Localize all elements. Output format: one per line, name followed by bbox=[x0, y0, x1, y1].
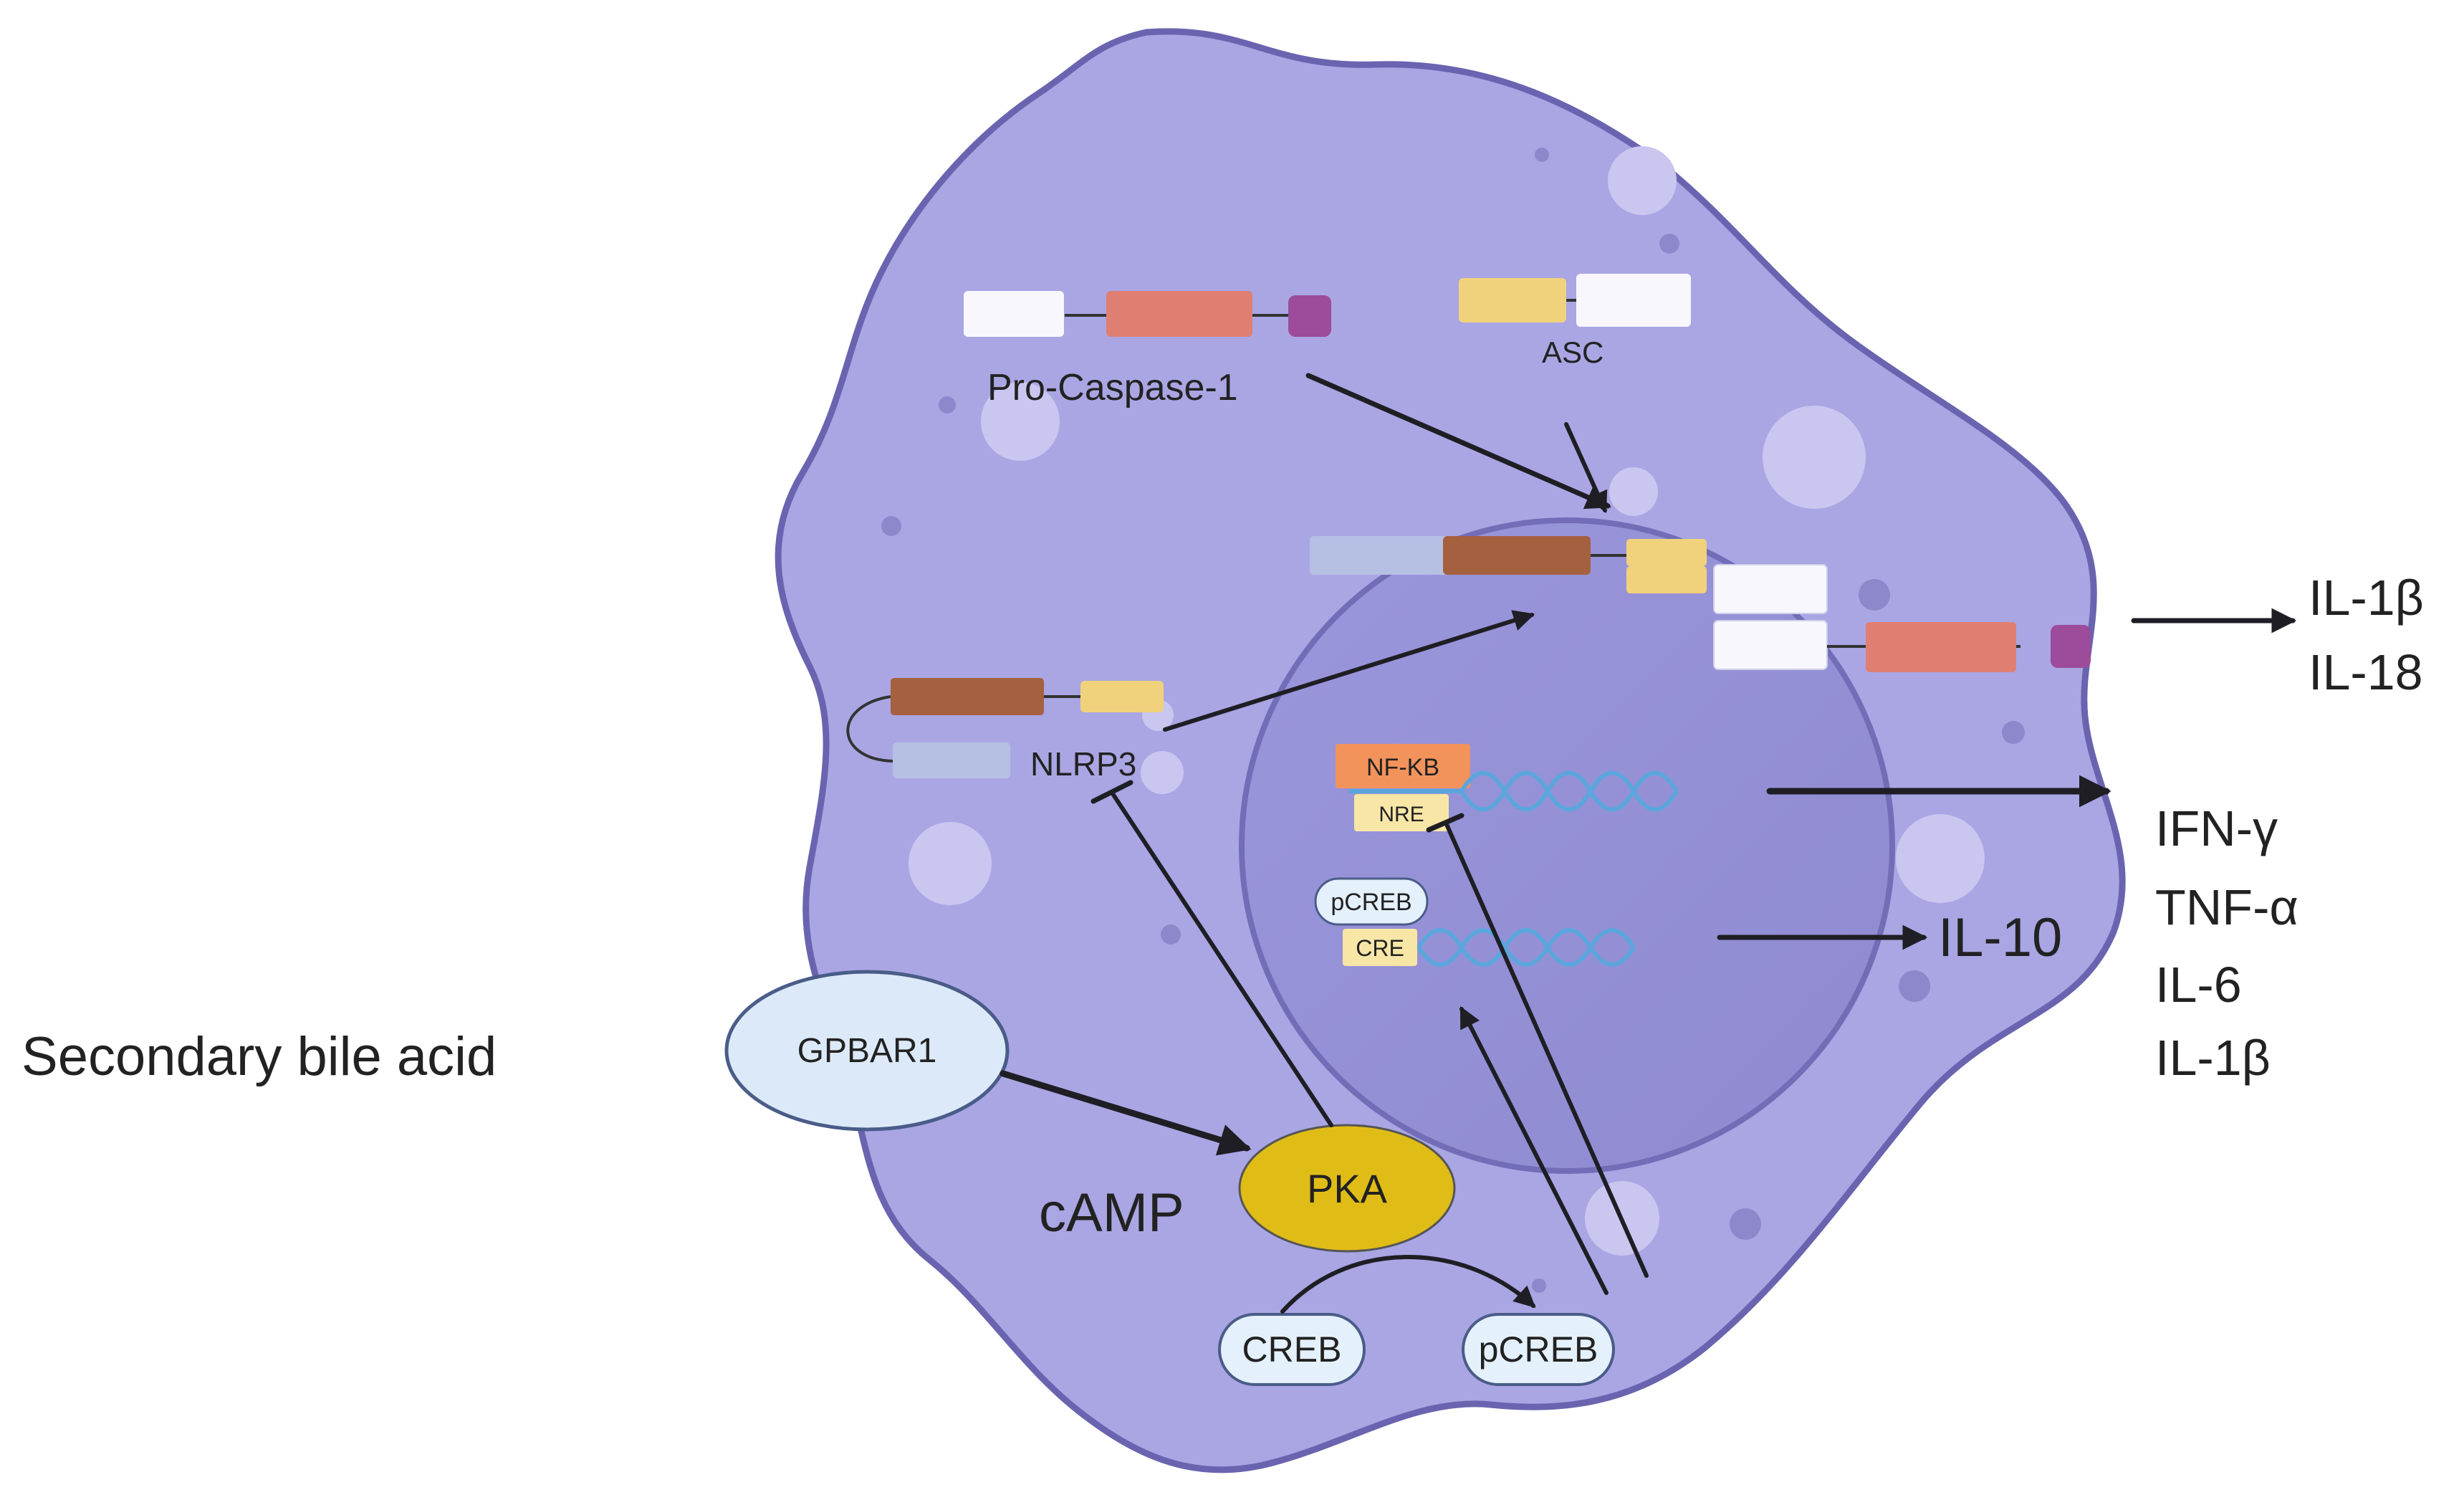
secondary-bile-acid-label: Secondary bile acid bbox=[21, 1026, 497, 1087]
lrr-domain bbox=[1310, 536, 1456, 575]
arrow-gpbar1-to-pka bbox=[999, 1070, 1252, 1156]
creb-label: CREB bbox=[1242, 1329, 1342, 1370]
dot bbox=[1859, 579, 1890, 611]
dna-helix-cre bbox=[1416, 928, 1636, 967]
card-domain bbox=[964, 291, 1064, 337]
dot bbox=[1730, 1208, 1761, 1240]
arrow-asc-to-complex bbox=[1564, 422, 1608, 514]
arrows bbox=[999, 373, 2297, 1314]
pro-caspase-label: Pro-Caspase-1 bbox=[987, 367, 1238, 408]
creb-phosphorylation: CREB pCREB bbox=[1218, 1313, 1615, 1386]
asc: ASC bbox=[1459, 274, 1691, 369]
nlrp3-label: NLRP3 bbox=[1030, 745, 1136, 783]
pcreb-nucleus-label: pCREB bbox=[1331, 889, 1411, 916]
arrow-nlrp3-to-complex bbox=[1163, 610, 1535, 732]
p10-domain bbox=[2051, 625, 2091, 668]
nlrp3: NLRP3 bbox=[846, 678, 1164, 783]
nre-label: NRE bbox=[1379, 803, 1424, 826]
vesicle bbox=[909, 822, 992, 905]
creb-pill bbox=[1218, 1313, 1366, 1386]
tnfa-label: TNF-α bbox=[2155, 879, 2298, 935]
inhibit-pcreb-to-nre bbox=[1444, 821, 1649, 1278]
il1b-bottom-label: IL-1β bbox=[2155, 1030, 2271, 1086]
vesicle bbox=[1609, 467, 1658, 516]
p20-domain bbox=[1106, 291, 1252, 337]
vesicle bbox=[1608, 146, 1677, 215]
pcreb-cyto-label: pCREB bbox=[1479, 1329, 1598, 1370]
dna-strand bbox=[1416, 928, 1636, 967]
dna-strand bbox=[1459, 770, 1679, 812]
nucleus bbox=[1239, 517, 1895, 1174]
inhibit-pka-to-nlrp3 bbox=[1110, 790, 1333, 1127]
il10-label: IL-10 bbox=[1938, 907, 2062, 968]
dot bbox=[881, 516, 901, 536]
caspase-card-domain bbox=[1713, 620, 1828, 670]
dot bbox=[1535, 148, 1549, 162]
dot bbox=[1532, 1279, 1546, 1293]
inhibit-pcreb-to-nre-bar bbox=[1426, 813, 1465, 833]
asc-label: ASC bbox=[1542, 335, 1603, 369]
lrr-domain bbox=[893, 742, 1010, 778]
pro-caspase-1: Pro-Caspase-1 bbox=[964, 291, 1331, 408]
dna-strand bbox=[1416, 928, 1636, 967]
pyd-domain bbox=[1080, 681, 1164, 712]
dot bbox=[1659, 234, 1679, 254]
dot bbox=[939, 396, 956, 414]
camp-label: cAMP bbox=[1039, 1182, 1184, 1243]
cre-label: CRE bbox=[1356, 935, 1404, 961]
nre-box bbox=[1354, 794, 1449, 831]
gpbar1-receptor: GPBAR1 bbox=[724, 970, 1010, 1132]
gpbar1-label: GPBAR1 bbox=[797, 1032, 937, 1070]
il18-label: IL-18 bbox=[2309, 644, 2423, 700]
nfkb-box bbox=[1336, 744, 1470, 788]
il6-label: IL-6 bbox=[2155, 957, 2242, 1013]
p20-domain bbox=[1866, 622, 2016, 672]
dot bbox=[1161, 924, 1181, 945]
inhibit-pka-to-nlrp3-bar bbox=[1090, 780, 1133, 804]
pcreb-pill bbox=[1462, 1313, 1615, 1386]
dna-strand bbox=[1459, 770, 1679, 812]
card-domain bbox=[1576, 274, 1691, 327]
nacht-domain bbox=[891, 678, 1044, 715]
vesicle bbox=[1141, 751, 1184, 794]
dot bbox=[1899, 970, 1930, 1002]
il1b-top-label: IL-1β bbox=[2309, 570, 2424, 626]
asc-card-domain bbox=[1713, 564, 1828, 614]
vesicle bbox=[1896, 814, 1985, 903]
pka-label: PKA bbox=[1307, 1166, 1388, 1211]
asc-pyd-domain bbox=[1626, 566, 1707, 593]
dna-helix-nfkb bbox=[1459, 770, 1679, 812]
arrow-pcreb-to-nucleus bbox=[1459, 1005, 1609, 1295]
nacht-domain bbox=[1443, 536, 1591, 575]
pcreb-nucleus-pill bbox=[1314, 877, 1429, 926]
gpbar1-ellipse bbox=[724, 970, 1010, 1132]
inflammasome-complex bbox=[1310, 536, 2091, 672]
vesicle bbox=[1763, 406, 1866, 509]
pyd-domain bbox=[1459, 278, 1566, 322]
nfkb-complex: NF-KB NRE bbox=[1336, 744, 1470, 831]
pka-ellipse bbox=[1238, 1124, 1456, 1253]
nfkb-label: NF-KB bbox=[1366, 754, 1439, 781]
ifng-label: IFN-γ bbox=[2155, 801, 2278, 856]
arrow-creb-to-pcreb bbox=[1280, 1255, 1536, 1314]
hinge-curve bbox=[846, 695, 893, 763]
cytoplasm-dots bbox=[881, 148, 2025, 1293]
cre-complex: pCREB CRE bbox=[1314, 877, 1429, 966]
pka: PKA bbox=[1238, 1124, 1456, 1253]
pyd-domain bbox=[1626, 539, 1707, 566]
arrow-procaspase-to-complex bbox=[1305, 373, 1611, 510]
dot bbox=[2002, 721, 2025, 744]
p10-domain bbox=[1288, 295, 1331, 337]
vesicle bbox=[981, 382, 1060, 461]
cre-box bbox=[1343, 929, 1417, 966]
